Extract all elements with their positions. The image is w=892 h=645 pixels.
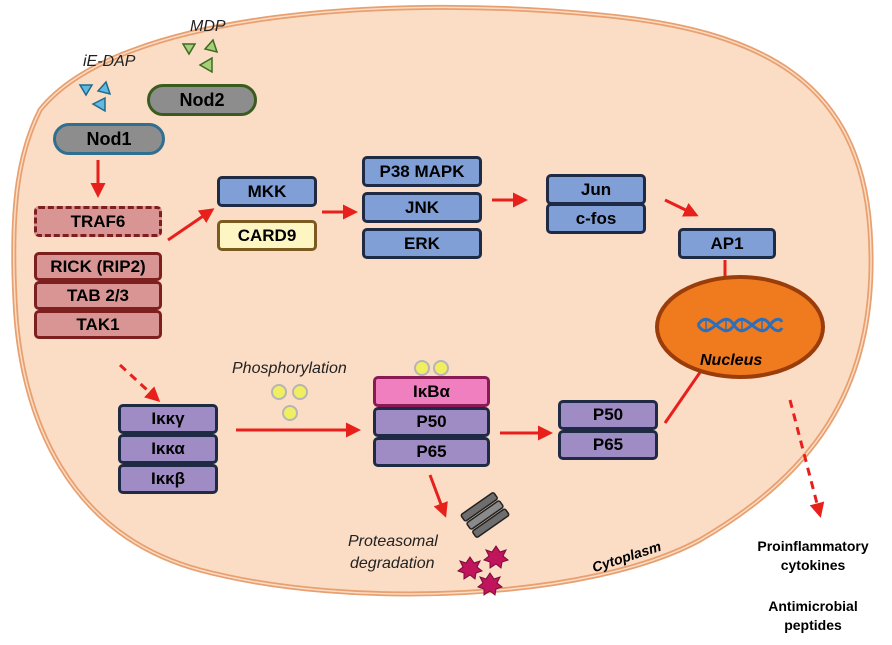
p65-bound-box: P65 [373,437,490,467]
output-proinflammatory: Proinflammatory [757,538,869,554]
iedap-ligand-icon [78,80,112,113]
p65-free-box: P65 [558,430,658,460]
dna-helix-icon [696,317,784,333]
phosphorylation-label: Phosphorylation [232,360,347,377]
traf6-box: TRAF6 [34,206,162,237]
proteasome-icon [460,492,510,538]
jun-box: Jun [546,174,646,205]
nucleus [655,275,825,379]
ap1-box: AP1 [678,228,776,259]
p38-mapk-box: P38 MAPK [362,156,482,187]
output-antimicrobial: Antimicrobial [768,598,858,614]
ikk-beta-box: Iκκβ [118,464,218,494]
ikk-alpha-box: Iκκα [118,434,218,464]
card9-box: CARD9 [217,220,317,251]
tak1-box: TAK1 [34,310,162,339]
nod2-receptor: Nod2 [147,84,257,116]
jnk-box: JNK [362,192,482,223]
cell-membrane-inner [13,6,872,595]
peptide-fragment-icons [456,545,510,596]
nod1-receptor: Nod1 [53,123,165,155]
cfos-box: c-fos [546,203,646,234]
tab-box: TAB 2/3 [34,281,162,310]
ikk-gamma-box: Iκκγ [118,404,218,434]
output-cytokines: cytokines [780,557,846,573]
ikba-box: IκBα [373,376,490,407]
mdp-ligand-icon [181,38,219,74]
output-peptides: peptides [784,617,842,633]
mkk-box: MKK [217,176,317,207]
rick-box: RICK (RIP2) [34,252,162,281]
degradation-label-line1: Proteasomal [348,533,438,550]
phosphate-dots [271,360,449,421]
mdp-label: MDP [190,18,226,35]
iedap-label: iE-DAP [83,53,136,70]
degradation-label-line2: degradation [350,555,435,572]
p50-free-box: P50 [558,400,658,430]
p50-bound-box: P50 [373,407,490,437]
erk-box: ERK [362,228,482,259]
nucleus-label: Nucleus [700,352,763,369]
